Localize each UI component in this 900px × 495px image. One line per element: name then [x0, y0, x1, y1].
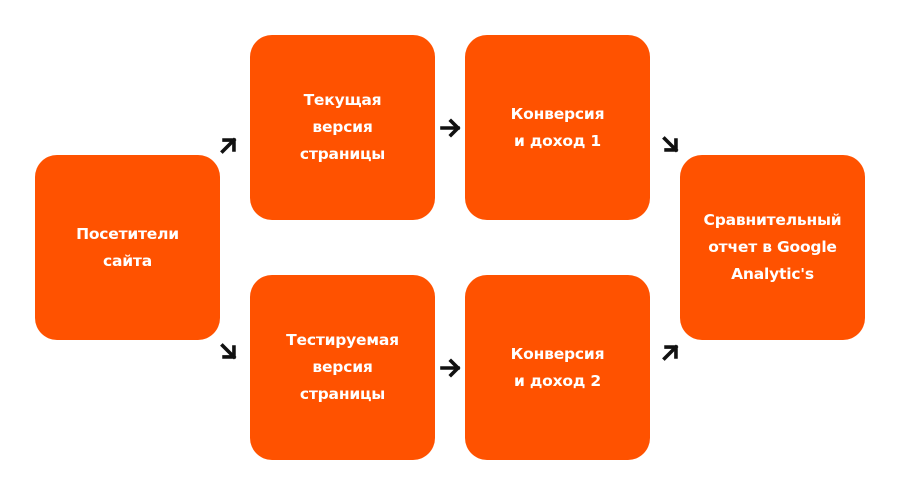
arrow-right-icon — [440, 358, 461, 378]
box-test-page-version-label: Тестируемая версия страницы — [286, 331, 399, 403]
box-current-page-version-label: Текущая версия страницы — [299, 91, 386, 163]
arrow-down-right-icon-glyph — [662, 136, 679, 153]
box-site-visitors-label: Посетители сайта — [76, 224, 179, 270]
arrow-down-right-icon — [220, 343, 237, 360]
box-current-page-version: Текущая версия страницы — [250, 35, 435, 220]
box-comparative-report-label: Сравнительный отчет в Google Analytic's — [703, 211, 842, 283]
arrow-down-right-icon — [662, 136, 679, 153]
arrow-up-right-icon-glyph — [662, 344, 679, 361]
arrow-up-right-icon — [220, 137, 237, 154]
arrow-up-right-icon-glyph — [220, 137, 237, 154]
arrow-down-right-icon-glyph — [220, 343, 237, 360]
box-comparative-report: Сравнительный отчет в Google Analytic's — [680, 155, 865, 340]
box-conversion-income-1-label: Конверсия и доход 1 — [510, 104, 605, 150]
arrow-right-icon-glyph — [440, 118, 461, 138]
box-conversion-income-2: Конверсия и доход 2 — [465, 275, 650, 460]
arrow-right-icon — [440, 118, 461, 138]
box-test-page-version: Тестируемая версия страницы — [250, 275, 435, 460]
box-conversion-income-1: Конверсия и доход 1 — [465, 35, 650, 220]
arrow-up-right-icon — [662, 344, 679, 361]
box-conversion-income-2-label: Конверсия и доход 2 — [510, 344, 605, 390]
arrow-right-icon-glyph — [440, 358, 461, 378]
box-site-visitors: Посетители сайта — [35, 155, 220, 340]
